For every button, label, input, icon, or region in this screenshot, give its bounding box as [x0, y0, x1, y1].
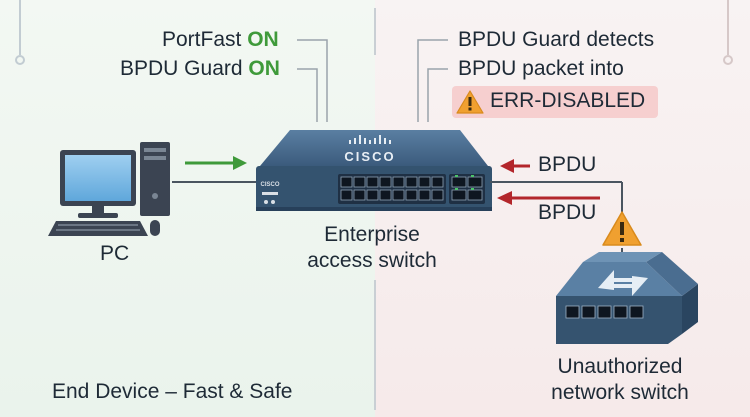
switch-brand-small-label: CISCO: [260, 182, 279, 188]
switch-brand-label: CISCO: [344, 149, 395, 164]
access-switch-caption: Enterprise access switch: [272, 222, 472, 274]
pc-label: PC: [100, 242, 130, 265]
pc-icon: [48, 142, 170, 236]
portfast-label: PortFast: [162, 28, 242, 51]
arrow-left-icon: [500, 159, 530, 173]
err-disabled-badge: [452, 86, 658, 118]
bpdu-guard-on-value: ON: [248, 57, 280, 80]
bpdu-guard-status: BPDU Guard ON: [120, 57, 280, 81]
rogue-switch-caption-line-2: network switch: [551, 381, 689, 404]
detect-line-1: BPDU Guard detects: [458, 28, 655, 51]
switch-ports: [340, 176, 444, 201]
bpdu-arrow-label-1: BPDU: [538, 153, 597, 176]
footer-caption-left: End Device – Fast & Safe: [52, 380, 293, 403]
access-switch-icon: [256, 130, 492, 211]
leader-lines-left: [297, 39, 328, 122]
rogue-switch-caption: Unauthorized network switch: [515, 354, 725, 406]
access-switch-caption-line-1: Enterprise: [324, 223, 420, 246]
err-disabled-label: ERR-DISABLED: [490, 89, 646, 112]
bpdu-guard-label: BPDU Guard: [120, 57, 243, 80]
corner-decoration-right: [723, 0, 733, 65]
rogue-switch-icon: [556, 252, 698, 344]
corner-decoration-left: [15, 0, 25, 65]
rogue-switch-caption-line-1: Unauthorized: [557, 355, 683, 378]
arrow-right-icon: [185, 156, 247, 170]
detect-line-2: BPDU packet into: [458, 57, 624, 80]
warning-icon: [602, 211, 642, 246]
warning-icon: [456, 90, 484, 114]
arrow-left-icon: [497, 191, 600, 205]
portfast-on-value: ON: [247, 28, 279, 51]
leader-lines-right: [417, 39, 448, 122]
portfast-status: PortFast ON: [162, 28, 279, 52]
bpdu-arrow-label-2: BPDU: [538, 201, 597, 224]
access-switch-caption-line-2: access switch: [307, 249, 437, 272]
